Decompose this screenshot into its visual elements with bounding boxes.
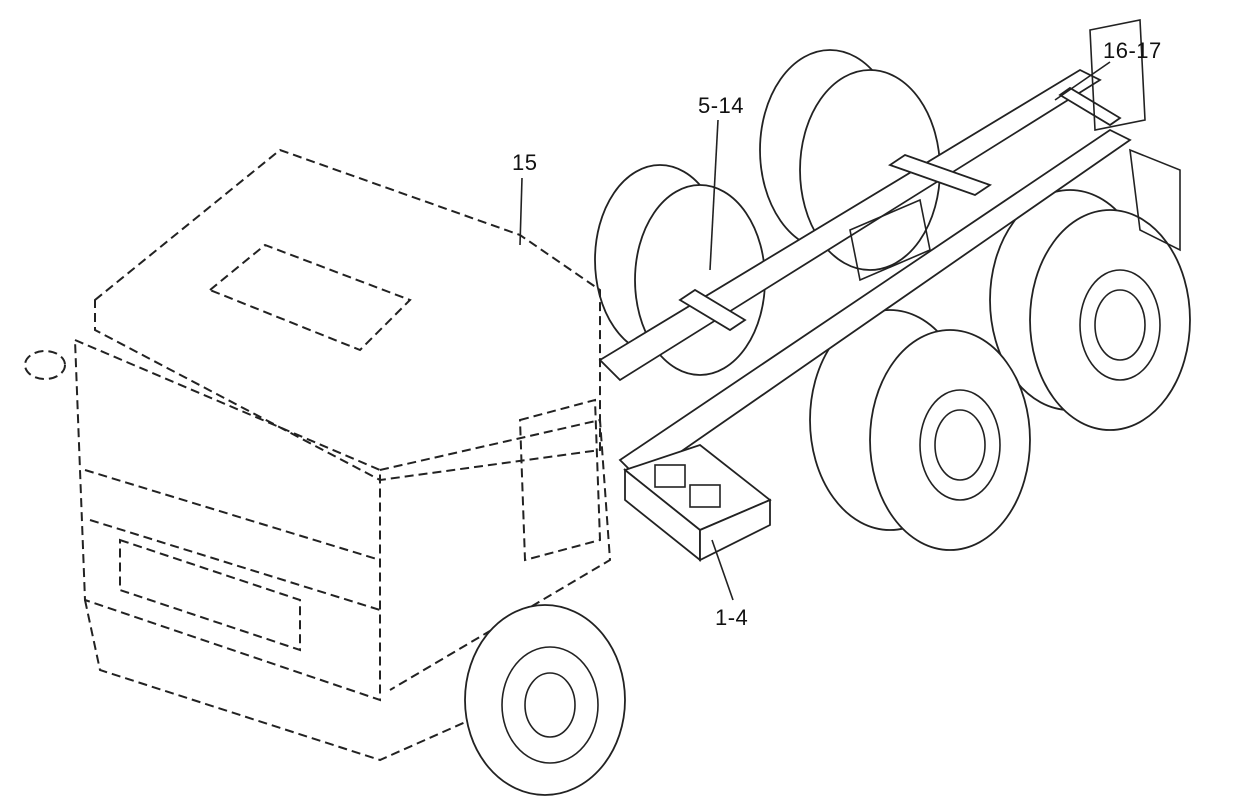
battery-box [623, 443, 772, 562]
front-wheel [464, 604, 626, 796]
callout-15: 15 [512, 150, 538, 175]
callout-1-4: 1-4 [715, 605, 749, 630]
callout-16-17: 16-17 [1103, 38, 1162, 63]
chassis-frame [598, 19, 1181, 482]
cab-outline [24, 148, 612, 762]
callout-5-14: 5-14 [698, 93, 745, 118]
callout-leaders [519, 61, 1111, 601]
